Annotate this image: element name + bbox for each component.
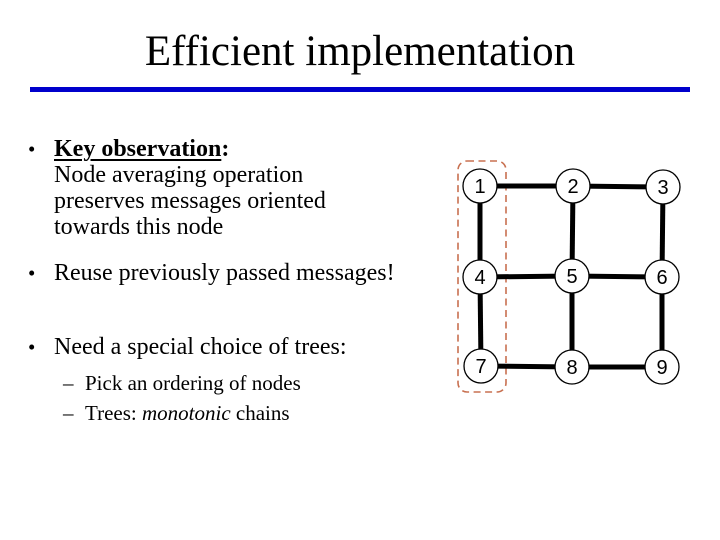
bullet1-line4: towards this node: [54, 214, 224, 240]
bullet1-text: Key observation: Node averaging operatio…: [54, 136, 460, 240]
bullet1-line3: preserves messages oriented: [54, 188, 326, 214]
graph-node-6: [644, 259, 680, 295]
graph-node-label-3: 3: [657, 177, 668, 199]
sub-bullet-dash: –: [63, 371, 74, 395]
graph-node-label-1: 1: [474, 176, 485, 198]
edge-4-5: [479, 273, 573, 280]
sub-bullet-dash: –: [63, 401, 74, 425]
graph-node-9: [644, 349, 680, 385]
edge-4-7: [477, 276, 484, 367]
sub2-post: chains: [230, 401, 290, 425]
edge-3-6: [659, 186, 666, 278]
graph-node-label-8: 8: [566, 357, 577, 379]
bullet1-line2: Node averaging operation: [54, 162, 304, 188]
bullet1-line1: Key observation:: [54, 136, 460, 162]
graph-node-5: [554, 258, 590, 294]
bullet-reuse-messages: • Reuse previously passed messages!: [28, 260, 473, 286]
bullet2-text: Reuse previously passed messages!: [54, 260, 395, 286]
graph-node-7: [463, 348, 499, 384]
bullet-marker: •: [28, 261, 36, 285]
bullet-choice-of-trees: • Need a special choice of trees:: [28, 334, 460, 360]
graph-node-label-7: 7: [475, 356, 486, 378]
graph-node-label-4: 4: [474, 267, 485, 289]
bullet-marker: •: [28, 137, 36, 161]
graph-node-label-6: 6: [656, 267, 667, 289]
sub2-pre: Trees:: [85, 401, 142, 425]
bullet-key-observation: • Key observation: Node averaging operat…: [28, 136, 460, 240]
graph-node-label-9: 9: [656, 357, 667, 379]
title-rule: [30, 87, 690, 92]
edge-5-6: [571, 273, 663, 280]
graph-node-3: [645, 169, 681, 205]
sub2-italic: monotonic: [141, 401, 231, 425]
graph-node-label-2: 2: [567, 176, 578, 198]
graph-node-1: [462, 168, 498, 204]
sub-bullet-list: – Pick an ordering of nodes – Trees: mon…: [63, 368, 443, 428]
graph-node-2: [555, 168, 591, 204]
sub-bullet-monotonic-chains: – Trees: monotonic chains: [63, 398, 443, 428]
bullet-marker: •: [28, 335, 36, 359]
edge-7-8: [480, 363, 573, 370]
bullet3-text: Need a special choice of trees:: [54, 334, 347, 360]
graph-node-label-5: 5: [566, 266, 577, 288]
edge-2-5: [569, 185, 576, 277]
graph-node-8: [554, 349, 590, 385]
sub-bullet-ordering: – Pick an ordering of nodes: [63, 368, 443, 398]
key-observation-label: Key observation: [54, 136, 222, 162]
sub1-text: Pick an ordering of nodes: [85, 371, 301, 395]
sub2-text: Trees: monotonic chains: [85, 398, 290, 428]
slide-title: Efficient implementation: [144, 28, 576, 75]
edge-2-3: [572, 183, 664, 190]
key-observation-colon: :: [221, 136, 230, 162]
